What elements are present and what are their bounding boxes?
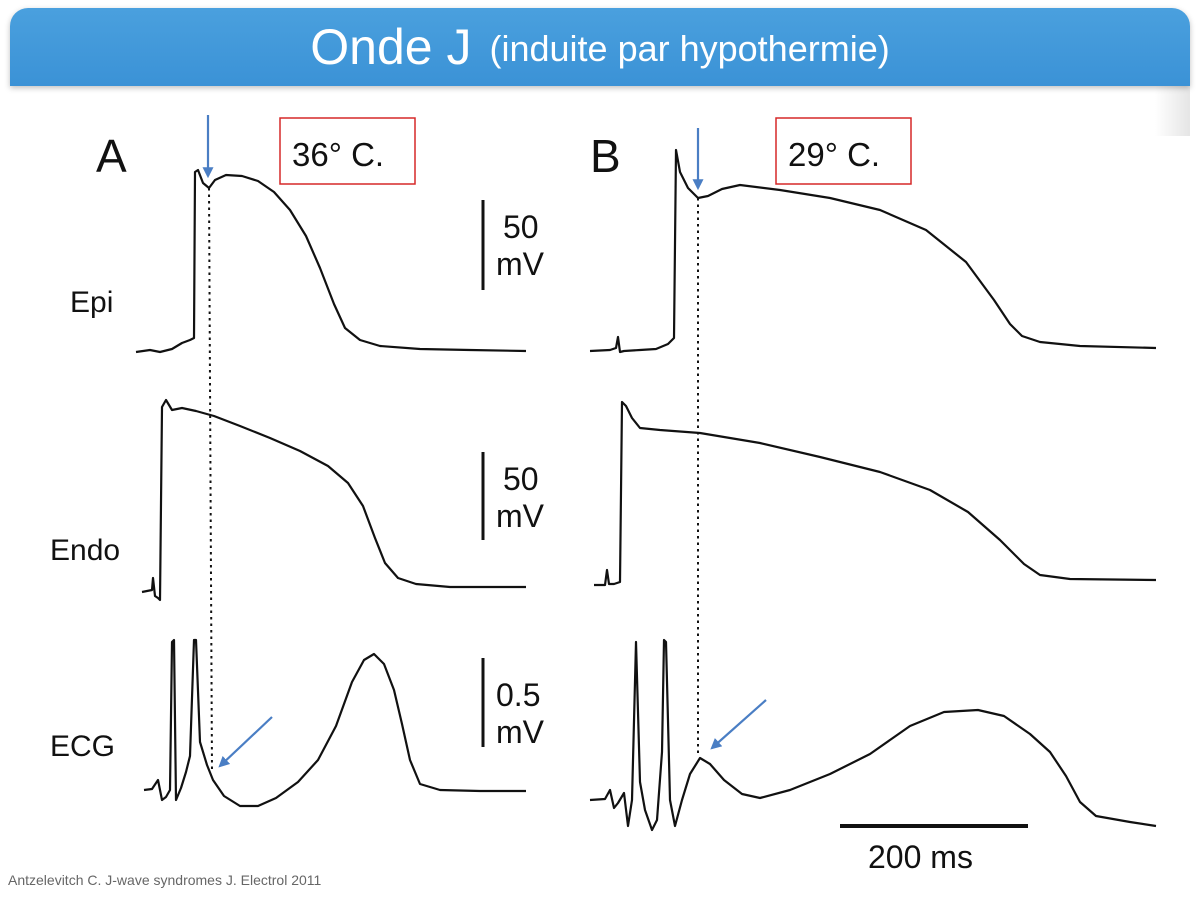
trace-label-ecg: ECG xyxy=(50,730,115,763)
temp-label-a: 36° C. xyxy=(292,136,384,173)
time-scale-label: 200 ms xyxy=(868,839,973,875)
temp-box-a xyxy=(279,117,416,185)
scale-endo-value: 50 xyxy=(503,461,539,497)
j-point-line-a xyxy=(208,187,213,773)
trace-a-endo xyxy=(141,398,526,602)
scale-endo-unit: mV xyxy=(496,498,545,534)
citation: Antzelevitch C. J-wave syndromes J. Elec… xyxy=(8,872,322,888)
arrow-a-ecg xyxy=(218,716,273,768)
scale-ecg-unit: mV xyxy=(496,714,545,750)
title-bar: Onde J (induite par hypothermie) xyxy=(10,8,1190,86)
scale-ecg-value: 0.5 xyxy=(496,677,540,713)
temp-box-b xyxy=(775,117,912,185)
scale-epi-unit: mV xyxy=(496,246,545,282)
trace-a-epi xyxy=(135,168,527,354)
slide-subtitle: (induite par hypothermie) xyxy=(489,28,890,69)
slide-title: Onde J xyxy=(310,19,472,75)
temp-label-b: 29° C. xyxy=(788,136,880,173)
scale-epi-value: 50 xyxy=(503,209,539,245)
trace-label-epi: Epi xyxy=(70,286,113,319)
panel-b-letter: B xyxy=(590,130,621,182)
trace-a-ecg xyxy=(143,638,526,808)
trace-label-endo: Endo xyxy=(50,534,120,567)
trace-b-endo xyxy=(594,400,1157,587)
arrow-b-ecg xyxy=(710,699,767,750)
trace-b-epi xyxy=(589,148,1157,354)
panel-a-letter: A xyxy=(96,130,127,182)
trace-b-ecg xyxy=(589,638,1157,832)
